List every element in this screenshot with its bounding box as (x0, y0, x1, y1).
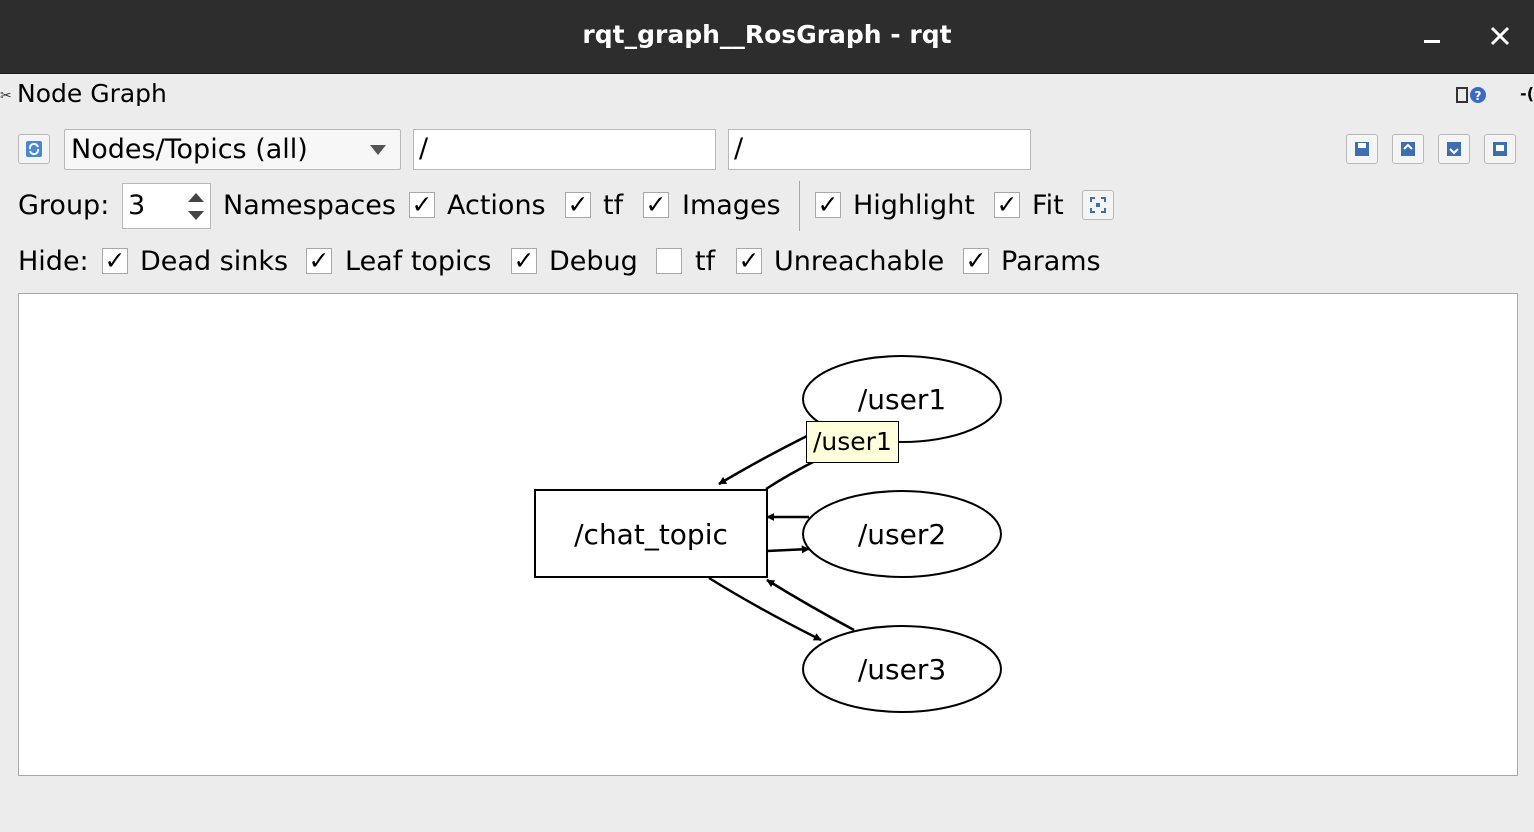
save-svg-icon (1447, 142, 1461, 156)
save-svg-button[interactable] (1438, 134, 1470, 164)
actions-checkbox[interactable]: ✓ (409, 192, 435, 218)
images-checkbox[interactable]: ✓ (643, 192, 669, 218)
group-value: 3 (128, 190, 146, 221)
plugin-title: Node Graph (17, 79, 167, 106)
minimize-button[interactable] (1410, 14, 1454, 58)
debug-label: Debug (549, 246, 638, 277)
plugin-window-controls[interactable]: -( (1520, 84, 1534, 103)
close-button[interactable] (1478, 14, 1522, 58)
node-user3[interactable] (802, 625, 1002, 713)
refresh-button[interactable] (18, 134, 50, 164)
graph-mode-value: Nodes/Topics (all) (71, 134, 308, 165)
window-titlebar: rqt_graph__RosGraph - rqt (0, 0, 1534, 74)
unreachable-label: Unreachable (774, 246, 945, 277)
hide-label: Hide: (18, 246, 89, 277)
save-dot-icon (1355, 142, 1369, 156)
topic-filter-input[interactable]: / (728, 129, 1031, 170)
plugin-help-button[interactable]: ? (1456, 86, 1486, 108)
close-icon (1490, 26, 1510, 46)
node-user1[interactable] (802, 355, 1002, 443)
graph-mode-select[interactable]: Nodes/Topics (all) (64, 129, 401, 170)
topic-node-chat-topic[interactable] (534, 489, 768, 578)
save-dot-button[interactable] (1346, 134, 1378, 164)
node-user3-label: /user3 (858, 653, 946, 686)
drag-grip-icon[interactable]: ✂ (0, 88, 12, 104)
edge-topic-to-user3 (708, 576, 822, 642)
edge-topic-to-user2 (766, 545, 810, 554)
leaf-topics-checkbox[interactable]: ✓ (306, 248, 332, 274)
plugin-header: ✂ Node Graph ? -( (0, 74, 1534, 106)
params-checkbox[interactable]: ✓ (963, 248, 989, 274)
actions-label: Actions (447, 190, 546, 221)
fit-checkbox[interactable]: ✓ (994, 192, 1020, 218)
ros-graph: /chat_topic /user1 /user2 /user3 (534, 355, 1002, 713)
save-image-icon (1493, 142, 1507, 156)
tf-group-checkbox[interactable]: ✓ (565, 192, 591, 218)
spin-down-icon[interactable] (188, 211, 204, 220)
debug-checkbox[interactable]: ✓ (511, 248, 537, 274)
tf-group-label: tf (603, 190, 624, 221)
fit-label: Fit (1032, 190, 1064, 221)
edge-user1-to-topic (718, 433, 810, 486)
params-label: Params (1001, 246, 1101, 277)
unreachable-checkbox[interactable]: ✓ (736, 248, 762, 274)
window-title: rqt_graph__RosGraph - rqt (582, 20, 952, 49)
node-filter-input[interactable]: / (413, 129, 716, 170)
toolbar-separator (799, 181, 800, 231)
tf-hide-label: tf (695, 246, 716, 277)
tf-hide-checkbox[interactable] (656, 248, 682, 274)
node-tooltip: /user1 (806, 421, 899, 463)
save-image-button[interactable] (1484, 134, 1516, 164)
namespaces-label: Namespaces (223, 190, 396, 221)
minimize-icon (1424, 40, 1440, 43)
spin-up-icon[interactable] (188, 193, 204, 202)
group-spinbox[interactable]: 3 (122, 183, 211, 229)
svg-text:?: ? (1475, 89, 1482, 103)
refresh-icon (26, 141, 42, 157)
node-user2-label: /user2 (858, 518, 946, 551)
highlight-checkbox[interactable]: ✓ (815, 192, 841, 218)
group-label: Group: (18, 190, 110, 221)
edge-user3-to-topic (766, 578, 855, 632)
edge-topic-to-user1 (765, 457, 820, 491)
leaf-topics-label: Leaf topics (345, 246, 492, 277)
graph-canvas[interactable]: /chat_topic /user1 /user2 /user3 (18, 293, 1518, 776)
node-user2[interactable] (802, 490, 1002, 578)
fit-view-icon (1090, 197, 1106, 213)
help-icon: ? (1456, 87, 1486, 103)
chevron-down-icon (370, 145, 386, 155)
topic-node-label: /chat_topic (574, 518, 728, 551)
images-label: Images (682, 190, 781, 221)
load-icon (1401, 142, 1415, 156)
dead-sinks-checkbox[interactable]: ✓ (102, 248, 128, 274)
fit-in-view-button[interactable] (1082, 190, 1114, 220)
load-dot-button[interactable] (1392, 134, 1424, 164)
node-user1-label: /user1 (858, 383, 946, 416)
highlight-label: Highlight (853, 190, 975, 221)
dead-sinks-label: Dead sinks (140, 246, 289, 277)
